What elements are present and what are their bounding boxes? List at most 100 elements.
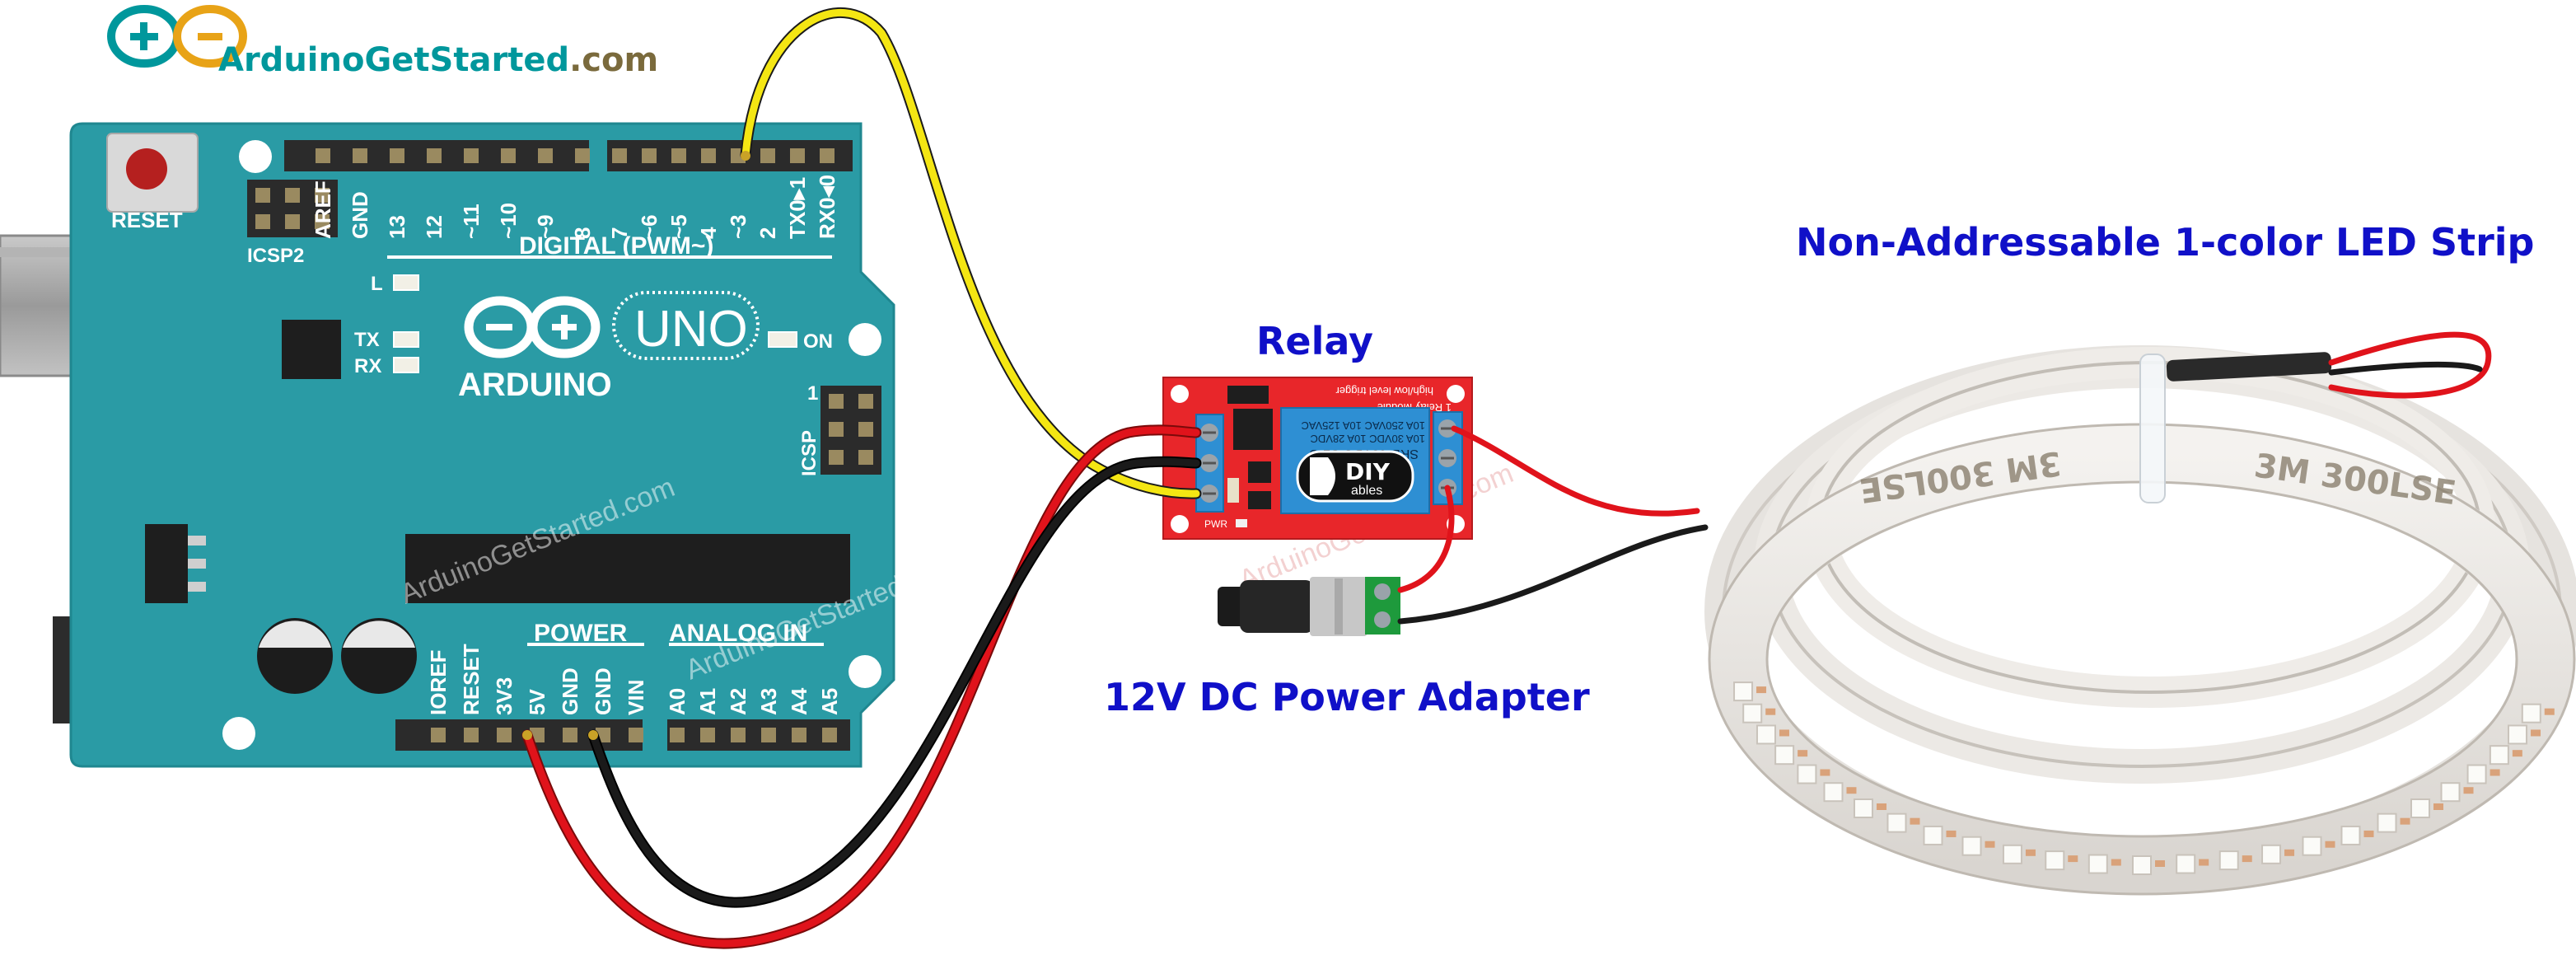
strip-led-chip [1853,798,1873,818]
relay-brand-sub: ables [1351,484,1382,498]
strip-led-chip [1886,812,1907,833]
strip-positive-wire [1451,425,1700,517]
top-pin-label: ~10 [496,203,521,239]
voltage-regulator [145,524,206,603]
header-hole [431,728,446,742]
header-hole [575,148,590,163]
top-pin-label: ~9 [533,214,558,239]
strip-resistor [2111,859,2121,866]
bottom-pin-label: 3V3 [492,677,517,715]
top-pin-label: ~5 [666,214,691,239]
strip-led-chip [2045,850,2065,871]
strip-led-chip [1733,681,1754,702]
logo-infinity-icon [107,5,247,68]
header-hole [538,148,553,163]
relay-title: Relay [1256,319,1373,363]
icsp-pin1-label: 1 [807,382,818,405]
header-hole [353,148,367,163]
top-pin-label: 8 [570,227,595,239]
led-strip-title: Non-Addressable 1-color LED Strip [1796,220,2534,265]
analog-header [667,719,850,751]
strip-led-chip [1742,703,1763,723]
top-pin-label: 4 [696,227,721,239]
icsp-header [820,386,881,475]
strip-resistor [1910,817,1920,825]
strip-led-chip [2132,855,2152,875]
strip-led-chip [2218,850,2239,871]
header-hole [612,148,627,163]
power-label: POWER [534,620,628,647]
header-hole [316,148,330,163]
bottom-pin-label: GND [558,667,582,715]
strip-led-chip [2340,825,2361,845]
strip-resistor [2463,787,2474,794]
logo: ArduinoGetStarted.com [107,5,658,79]
icsp-label: ICSP [798,430,820,476]
led-tx-label: TX [354,329,380,351]
strip-ground-wire [1397,524,1709,625]
strip-led-chip [2087,854,2108,874]
strip-led-chip [1923,825,1943,845]
header-hole [790,148,805,163]
strip-resistor [1985,841,1995,848]
dc-power-adapter [1218,577,1400,636]
top-pin-label: GND [348,191,372,239]
strip-led-chip [1797,764,1817,784]
strip-led-chip [2508,724,2528,745]
strip-resistor [2363,830,2374,837]
bottom-pin-label: A2 [726,688,750,715]
strip-resistor [1820,769,1830,776]
logo-brand-suffix: .com [569,41,658,79]
header-hole [563,728,577,742]
arduino-brand-label: ARDUINO [458,367,612,403]
strip-resistor [2242,855,2252,863]
top-pin-label: 12 [422,215,446,239]
top-pin-label: AREF [311,180,335,239]
bottom-pin-label: A3 [756,688,781,715]
strip-resistor [1846,787,1857,794]
strip-led-chip [2302,836,2322,856]
strip-led-chip [2489,745,2509,766]
icsp2-header [247,180,338,237]
strip-resistor [1798,750,1808,757]
adapter-title: 12V DC Power Adapter [1104,675,1590,719]
reset-button[interactable] [106,133,199,213]
strip-led-chip [1774,745,1795,766]
header-hole [390,148,404,163]
header-hole [792,728,806,742]
strip-led-chip [2440,782,2461,803]
bottom-pin-label: A5 [817,688,842,715]
strip-led-chip [2261,844,2282,864]
bottom-pin-label: A1 [695,688,720,715]
logo-brand-main: ArduinoGetStarted [218,41,569,79]
analog-label: ANALOG IN [669,620,807,647]
header-hole [731,728,746,742]
strip-resistor [2284,849,2295,856]
relay-pwr-label: PWR [1204,518,1227,530]
usb-chip [282,320,341,379]
header-hole [822,728,837,742]
header-hole [501,148,516,163]
strip-led-chip [1961,836,1982,856]
strip-led-chip [2002,844,2022,864]
strip-resistor [2531,729,2541,737]
strip-led-chip [2466,764,2487,784]
header-hole [761,728,776,742]
bottom-pin-label: A4 [787,687,811,715]
strip-resistor [2400,817,2410,825]
header-hole [670,728,685,742]
strip-resistor [2325,841,2335,848]
relay-rating2: 10A 30VDC 10A 28VDC [1311,433,1425,445]
strip-leds [1733,681,2555,875]
strip-resistor [1756,686,1767,694]
top-pin-label: TX0▸1 [785,177,810,239]
header-hole [427,148,442,163]
strip-resistor [2512,750,2522,757]
top-pin-label: ~6 [637,214,662,239]
led-on-label: ON [803,330,833,353]
strip-resistor [2068,855,2078,863]
strip-resistor [2433,803,2444,810]
header-hole [820,148,835,163]
